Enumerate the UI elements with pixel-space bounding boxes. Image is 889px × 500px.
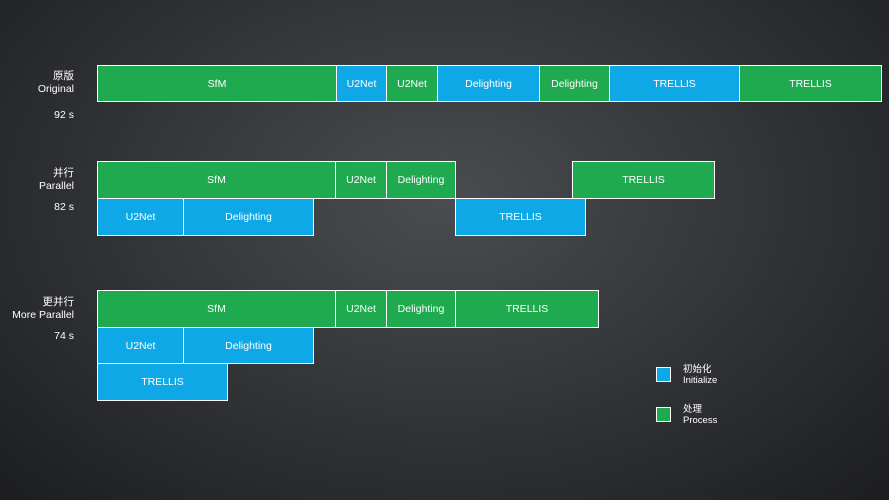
legend-swatch-initialize: [656, 367, 671, 382]
block-more-parallel-delighting-init: Delighting: [183, 327, 314, 364]
row-label-parallel: 并行 Parallel: [39, 167, 74, 193]
block-more-parallel-trellis-init: TRELLIS: [97, 363, 228, 401]
block-parallel-delighting-process: Delighting: [386, 161, 456, 199]
block-more-parallel-trellis-process: TRELLIS: [455, 290, 599, 328]
legend-label-initialize: 初始化 Initialize: [683, 364, 717, 386]
row-time-parallel: 82 s: [54, 201, 74, 213]
block-more-parallel-delighting-process: Delighting: [386, 290, 456, 328]
block-original-delighting-process: Delighting: [539, 65, 610, 102]
row-label-parallel-en: Parallel: [38, 180, 74, 192]
legend-process-en: Process: [683, 415, 718, 426]
block-parallel-trellis-process: TRELLIS: [572, 161, 715, 199]
block-more-parallel-u2net-process: U2Net: [335, 290, 387, 328]
row-time-original: 92 s: [54, 109, 74, 121]
row-label-more-parallel-zh: 更并行: [42, 296, 75, 308]
row-label-more-parallel: 更并行 More Parallel: [12, 296, 74, 322]
row-label-more-parallel-en: More Parallel: [12, 309, 74, 321]
legend-process-zh: 处理: [683, 404, 703, 415]
block-parallel-sfm: SfM: [97, 161, 336, 199]
block-original-sfm: SfM: [97, 65, 337, 102]
block-more-parallel-sfm: SfM: [97, 290, 336, 328]
row-time-more-parallel: 74 s: [54, 330, 74, 342]
block-original-u2net-process: U2Net: [386, 65, 438, 102]
block-original-u2net-init: U2Net: [336, 65, 387, 102]
block-original-delighting-init: Delighting: [437, 65, 540, 102]
block-more-parallel-u2net-init: U2Net: [97, 327, 184, 364]
legend-label-process: 处理 Process: [683, 404, 717, 426]
block-parallel-u2net-init: U2Net: [97, 198, 184, 236]
row-label-original: 原版 Original: [38, 70, 74, 96]
block-original-trellis-init: TRELLIS: [609, 65, 740, 102]
block-parallel-u2net-process: U2Net: [335, 161, 387, 199]
legend-initialize-en: Initialize: [683, 375, 718, 386]
block-parallel-trellis-init: TRELLIS: [455, 198, 586, 236]
legend-initialize-zh: 初始化: [683, 364, 712, 375]
row-label-original-zh: 原版: [53, 70, 74, 82]
row-label-parallel-zh: 并行: [53, 167, 74, 179]
block-original-trellis-process: TRELLIS: [739, 65, 882, 102]
row-label-original-en: Original: [37, 83, 74, 95]
legend-swatch-process: [656, 407, 671, 422]
block-parallel-delighting-init: Delighting: [183, 198, 314, 236]
